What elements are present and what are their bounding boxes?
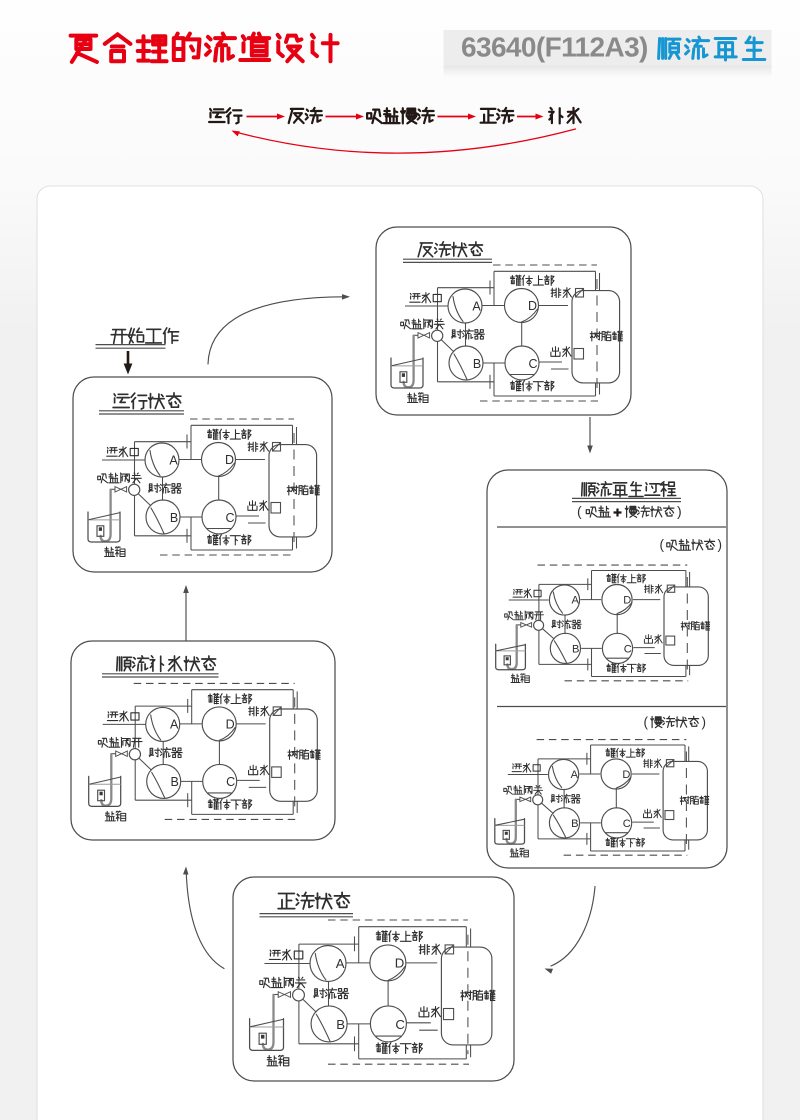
svg-text:): ) <box>702 715 707 730</box>
svg-text:C: C <box>623 818 631 830</box>
svg-text:B: B <box>171 775 179 789</box>
svg-text:B: B <box>572 644 579 656</box>
svg-text:C: C <box>395 1017 405 1032</box>
svg-text:A: A <box>571 769 579 781</box>
svg-text:A: A <box>571 595 579 607</box>
svg-text:(: ( <box>577 503 582 519</box>
svg-text:(: ( <box>644 715 649 730</box>
svg-text:A: A <box>170 718 179 732</box>
svg-text:(: ( <box>660 537 665 552</box>
svg-text:C: C <box>226 775 235 789</box>
svg-text:B: B <box>473 357 481 371</box>
svg-text:): ) <box>718 537 723 552</box>
svg-text:B: B <box>571 818 578 830</box>
svg-text:C: C <box>528 357 537 371</box>
svg-text:63640(F112A3): 63640(F112A3) <box>461 32 648 63</box>
svg-text:C: C <box>624 644 632 656</box>
svg-text:A: A <box>169 453 178 467</box>
svg-text:D: D <box>395 956 405 971</box>
svg-text:D: D <box>622 769 630 781</box>
svg-text:C: C <box>225 511 234 525</box>
svg-text:A: A <box>336 956 345 971</box>
svg-text:D: D <box>623 594 631 606</box>
svg-text:A: A <box>472 299 481 313</box>
svg-text:D: D <box>225 453 234 467</box>
svg-text:B: B <box>170 511 178 525</box>
svg-text:): ) <box>677 503 682 519</box>
svg-text:D: D <box>226 717 235 731</box>
svg-text:D: D <box>528 299 537 313</box>
svg-text:B: B <box>336 1017 345 1032</box>
